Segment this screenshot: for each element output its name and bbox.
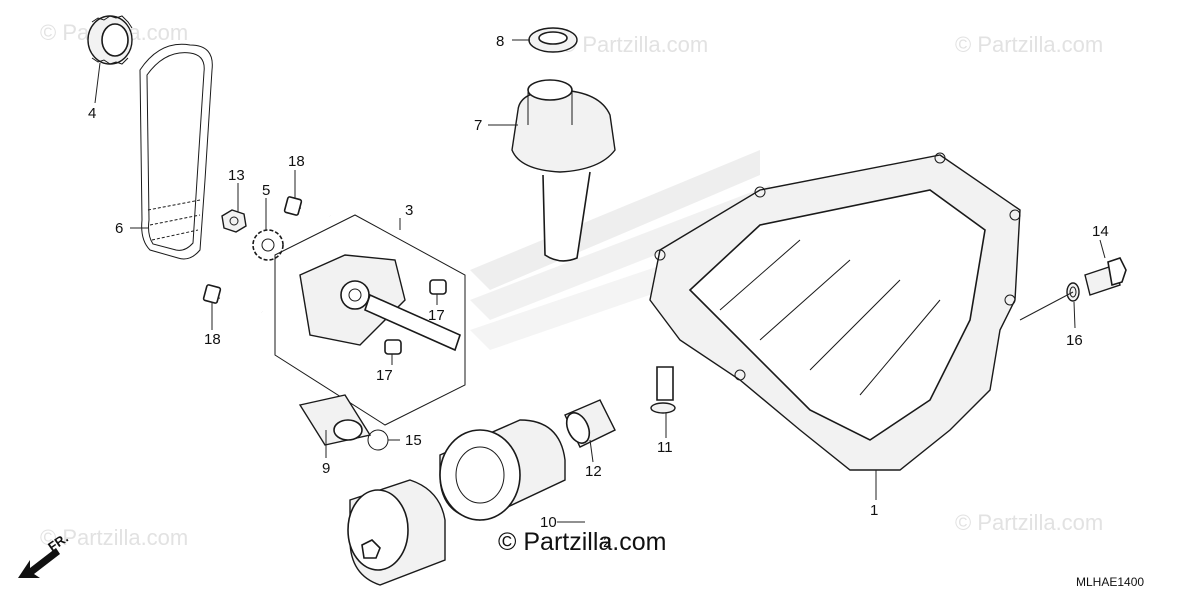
front-arrow-icon — [18, 548, 60, 578]
part-18-bolt-upper[interactable] — [283, 196, 331, 218]
callout-2: 2 — [603, 534, 611, 551]
part-14-drain-bolt[interactable] — [1084, 257, 1127, 296]
callout-11: 11 — [657, 439, 673, 456]
part-15-o-ring[interactable] — [367, 429, 389, 451]
callout-7: 7 — [474, 117, 482, 134]
callout-15: 15 — [405, 432, 422, 449]
callout-14: 14 — [1092, 223, 1109, 240]
watermark-bottom-right: © Partzilla.com — [955, 510, 1103, 535]
watermark-center: © Partzilla.com — [498, 528, 666, 556]
part-9-strainer[interactable] — [298, 394, 372, 446]
callout-8: 8 — [496, 33, 504, 50]
part-11-flange-bolt[interactable] — [650, 366, 676, 414]
leader-lines — [94, 39, 1106, 523]
callout-4: 4 — [88, 105, 96, 122]
watermark-top-right: © Partzilla.com — [955, 32, 1103, 57]
part-2-oil-filter[interactable] — [347, 479, 446, 586]
part-1-oil-pan[interactable] — [649, 152, 1021, 471]
callout-13: 13 — [228, 167, 245, 184]
part-3-oil-pump-assembly[interactable] — [274, 214, 466, 426]
part-13-nut[interactable] — [221, 209, 247, 233]
callout-10: 10 — [540, 514, 557, 531]
callout-16: 16 — [1066, 332, 1083, 349]
callout-17-lower: 17 — [376, 367, 393, 384]
callout-12: 12 — [585, 463, 602, 480]
part-10-oil-filter[interactable] — [439, 419, 566, 521]
part-4-sprocket[interactable] — [87, 15, 133, 65]
callout-1: 1 — [870, 502, 878, 519]
callout-5: 5 — [262, 182, 270, 199]
part-7-oil-tube[interactable] — [511, 79, 616, 262]
part-18-bolt-lower[interactable] — [202, 284, 263, 314]
callout-17-upper: 17 — [428, 307, 445, 324]
watermark-top-center: © Partzilla.com — [560, 32, 708, 57]
callout-9: 9 — [322, 460, 330, 477]
part-6-chain[interactable] — [139, 43, 213, 260]
part-5-gear[interactable] — [252, 229, 284, 261]
callout-18-lower: 18 — [204, 331, 221, 348]
callout-6: 6 — [115, 220, 123, 237]
watermark-bottom-left: © Partzilla.com — [40, 525, 188, 550]
part-8-seal[interactable] — [528, 27, 578, 53]
callout-18-upper: 18 — [288, 153, 305, 170]
callout-3: 3 — [405, 202, 413, 219]
part-12-threaded-nipple[interactable] — [562, 399, 616, 448]
diagram-code: MLHAE1400 — [1076, 575, 1144, 589]
